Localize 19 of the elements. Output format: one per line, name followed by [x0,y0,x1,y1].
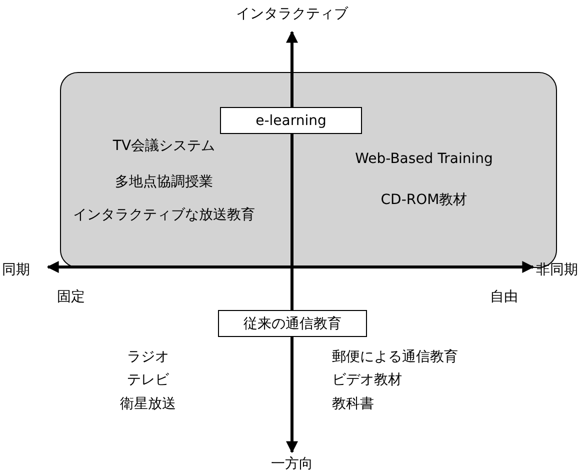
item-text: Web-Based Training [355,150,493,168]
item-text: インタラクティブな放送教育 [73,206,255,224]
example-text: ラジオ [127,348,169,366]
example-text: 教科書 [332,395,374,413]
category-box: e-learning [220,107,362,134]
axis-label: 非同期 [536,261,578,279]
example-text: ビデオ教材 [332,371,402,389]
axis-label: 一方向 [271,455,313,473]
category-box: 従来の通信教育 [218,310,367,337]
axis-label: 自由 [490,288,518,306]
item-text: CD-ROM教材 [380,191,468,209]
axis-label: 同期 [2,261,30,279]
axis-label: インタラクティブ [236,5,348,23]
example-text: 郵便による通信教育 [332,348,458,366]
item-text: 多地点協調授業 [115,173,213,191]
item-text: TV会議システム [112,137,216,155]
example-text: テレビ [127,371,169,389]
example-text: 衛星放送 [120,395,176,413]
axis-label: 固定 [57,288,85,306]
